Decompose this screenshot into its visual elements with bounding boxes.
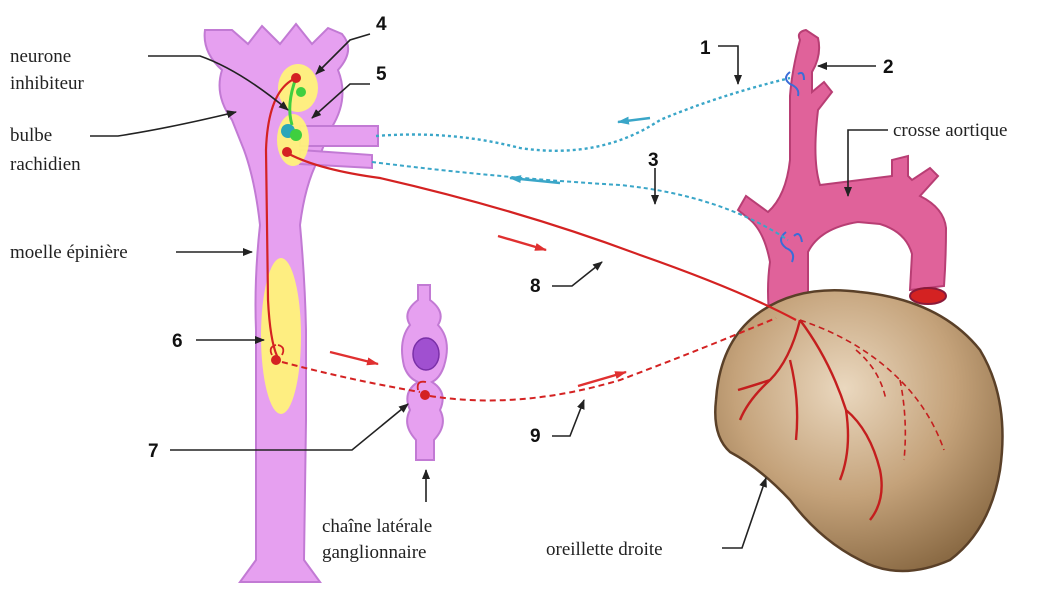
inhibitory-neuron-body	[296, 87, 306, 97]
number-3: 3	[648, 150, 659, 171]
number-5: 5	[376, 64, 387, 85]
ganglion-chain	[402, 285, 447, 460]
label-bulbe-line1: bulbe	[10, 125, 52, 146]
label-moelle: moelle épinière	[10, 242, 128, 263]
carotid-and-aortic-arch	[738, 30, 946, 322]
aorta-opening	[910, 288, 946, 304]
number-9: 9	[530, 426, 541, 447]
afferent-arrow-1	[618, 118, 650, 122]
label-chaine-line2: ganglionnaire	[322, 542, 426, 563]
efferent-arrow-8	[498, 236, 546, 250]
synapse-green	[290, 129, 302, 141]
leader-8	[552, 262, 602, 286]
label-bulbe-line2: rachidien	[10, 154, 81, 175]
label-chaine-line1: chaîne latérale	[322, 516, 432, 537]
number-2: 2	[883, 57, 894, 78]
number-6: 6	[172, 331, 183, 352]
label-neurone-line2: inhibiteur	[10, 73, 85, 94]
efferent-arrow-9	[578, 372, 626, 386]
leader-1	[718, 46, 738, 84]
preganglionic-arrow	[330, 352, 378, 364]
nerve-root-upper	[300, 126, 378, 146]
heart-shape	[715, 290, 1002, 571]
heart-group	[715, 290, 1002, 571]
label-neurone-line1: neurone	[10, 46, 71, 67]
ganglion-neuron-body	[420, 390, 430, 400]
spinal-cord-and-medulla	[205, 24, 378, 582]
spinal-neuron-body	[271, 355, 281, 365]
aorta-group	[738, 30, 946, 322]
ganglion-chain-shape	[402, 285, 447, 460]
number-1: 1	[700, 38, 711, 59]
leader-bulbe	[90, 112, 236, 136]
afferent-fiber-3	[372, 162, 788, 240]
label-oreillette: oreillette droite	[546, 539, 663, 560]
label-crosse: crosse aortique	[893, 120, 1007, 141]
leader-9	[552, 400, 584, 436]
afferent-fiber-1	[376, 78, 790, 151]
ganglion-body	[413, 338, 439, 370]
leader-oreillette	[722, 478, 766, 548]
number-4: 4	[376, 14, 387, 35]
nerve-root-lower	[300, 150, 372, 168]
number-7: 7	[148, 441, 159, 462]
number-8: 8	[530, 276, 541, 297]
